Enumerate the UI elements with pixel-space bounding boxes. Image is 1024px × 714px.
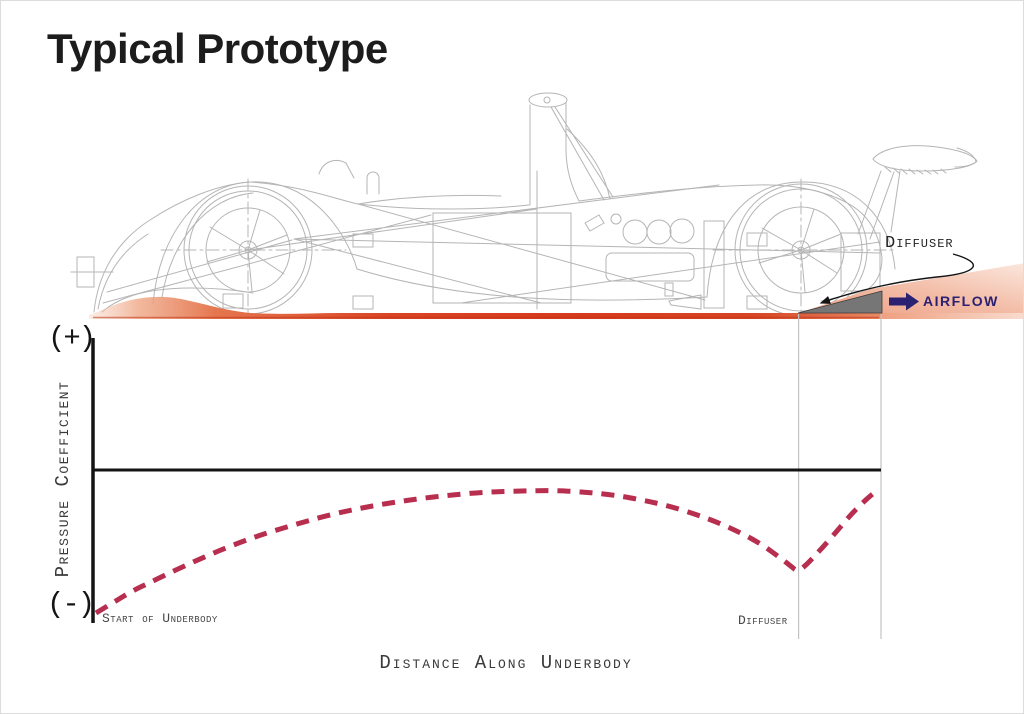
page-title: Typical Prototype (47, 25, 388, 72)
x-axis-title: Distance Along Underbody (379, 652, 633, 674)
y-axis-title: Pressure Coefficient (52, 380, 74, 578)
airflow-label: AIRFLOW (923, 293, 999, 309)
diffuser-pointer-arrow (819, 253, 974, 304)
y-axis-negative-label: (-) (47, 588, 95, 621)
diffuser-wedge (797, 290, 883, 314)
car-wireframe (70, 92, 978, 317)
start-of-underbody-annotation: Start of Underbody (102, 611, 218, 626)
diffuser-car-label: Diffuser (885, 234, 954, 253)
pressure-curve (94, 488, 880, 616)
airflow-arrow-icon (889, 292, 919, 311)
diffuser-graph-annotation: Diffuser (738, 613, 788, 628)
outflow-band-tail (881, 313, 1023, 319)
underbody-flow-band (89, 296, 881, 319)
y-axis-positive-label: (+) (48, 322, 96, 355)
